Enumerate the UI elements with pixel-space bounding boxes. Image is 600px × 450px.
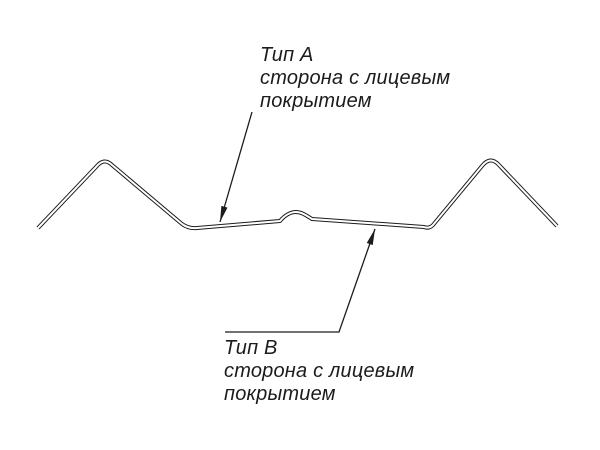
label-type-b: Тип В сторона с лицевым покрытием [224, 337, 414, 406]
leader-line-type-a [219, 111, 253, 223]
label-type-a-line1: сторона с лицевым [260, 67, 451, 89]
label-type-a-line2: покрытием [260, 90, 372, 112]
label-type-b-line1: сторона с лицевым [224, 360, 415, 382]
sheet-profile-core [37, 159, 558, 230]
label-type-b-title: Тип В [224, 337, 278, 359]
label-type-b-line2: покрытием [224, 383, 336, 405]
leader-line-type-b [225, 228, 376, 333]
label-type-a: Тип А сторона с лицевым покрытием [260, 44, 450, 113]
label-type-a-title: Тип А [260, 44, 314, 66]
